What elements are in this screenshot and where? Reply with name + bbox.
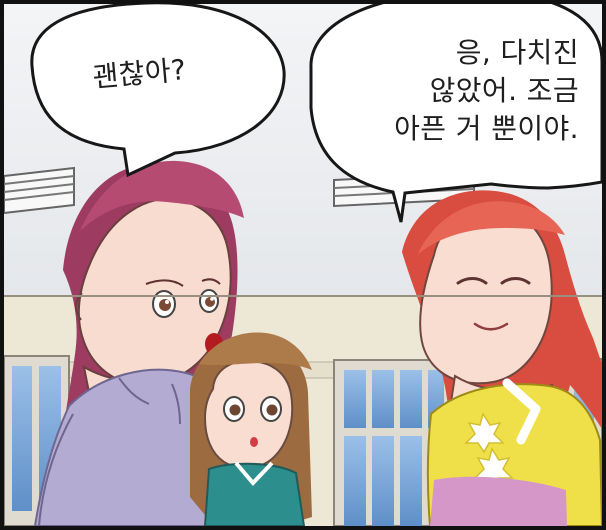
- speech-bubble-right-text: 응, 다치진 않았어. 조금 아픈 거 뿐이야.: [394, 36, 579, 145]
- speech-bubble-right-shape: [309, 4, 602, 223]
- speech-bubble-left-shape: [30, 4, 286, 178]
- character-right: [402, 190, 602, 526]
- comic-illustration: [4, 4, 602, 526]
- character-middle: [190, 332, 312, 526]
- ceiling-vent-left: [4, 166, 75, 215]
